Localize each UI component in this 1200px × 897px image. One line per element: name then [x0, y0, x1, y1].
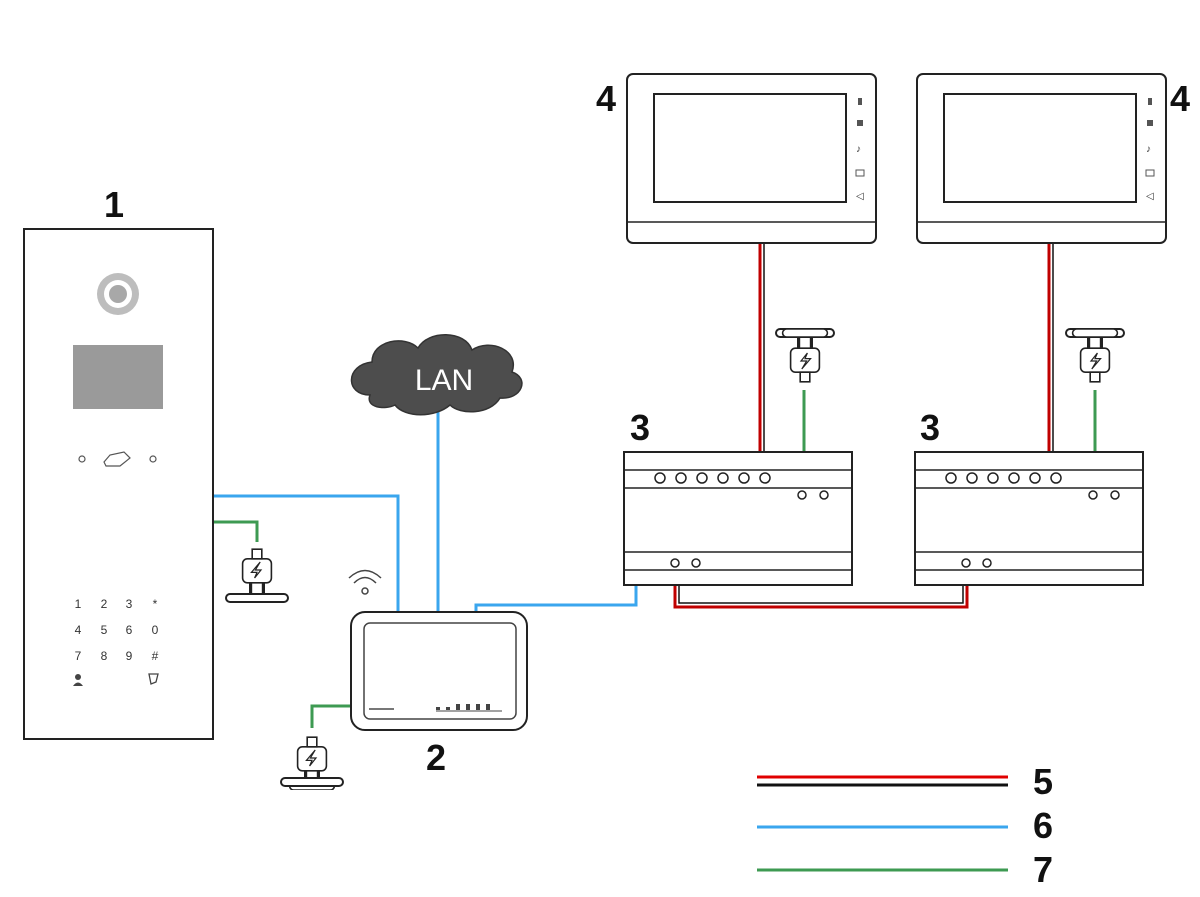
- distributor-right: 3: [914, 407, 1144, 586]
- legend: 5 6 7: [757, 761, 1053, 890]
- keypad-key: 2: [101, 597, 108, 611]
- bus-wire-monitor-right: [1047, 243, 1054, 452]
- svg-text:◁: ◁: [856, 191, 864, 202]
- bell-icon: [148, 673, 159, 685]
- distributor-right-power-plug-icon: [1070, 329, 1120, 384]
- legend-item-bus-cable: 5: [757, 761, 1053, 802]
- keypad-key: 9: [126, 649, 133, 663]
- keypad-key: 0: [152, 623, 159, 637]
- svg-text:◁: ◁: [1146, 191, 1154, 202]
- door-keypad: 1 2 3 * 4 5 6 0 7 8 9 #: [75, 597, 159, 663]
- door-station-display: [73, 345, 163, 409]
- monitor-left-side-buttons: ♪ ◁: [855, 98, 865, 202]
- green-wire-door-power: [213, 520, 259, 542]
- keypad-key: 3: [126, 597, 133, 611]
- legend-number-6: 6: [1033, 805, 1053, 846]
- door-station-label: 1: [104, 184, 124, 225]
- door-station: 1 2 3 * 4 5 6 0 7 8 9 # 1: [23, 184, 214, 740]
- distributor-left: 3: [623, 407, 853, 586]
- keypad-key: *: [153, 597, 158, 611]
- monitor-right-label: 4: [1170, 78, 1190, 119]
- wifi-icon: [348, 569, 382, 595]
- keypad-key: 5: [101, 623, 108, 637]
- blue-wire-door-to-router: [213, 494, 400, 612]
- distributor-right-label: 3: [920, 407, 940, 448]
- keypad-key: 1: [75, 597, 82, 611]
- bus-wire-monitor-left: [758, 243, 765, 452]
- bus-wire-distributor-link: [673, 585, 969, 609]
- router-power-base: [280, 777, 344, 787]
- distributor-right-terminals: [945, 472, 1120, 568]
- lan-cloud: LAN: [350, 334, 523, 416]
- router: 2: [348, 569, 528, 778]
- legend-item-network-cable: 6: [757, 805, 1053, 846]
- keypad-key: 8: [101, 649, 108, 663]
- router-port-indicators: [436, 704, 502, 712]
- user-icon: [73, 674, 83, 686]
- keypad-key: 7: [75, 649, 82, 663]
- card-reader-icon: [78, 451, 157, 467]
- keypad-key: 6: [126, 623, 133, 637]
- distributor-left-label: 3: [630, 407, 650, 448]
- legend-item-power-cable: 7: [757, 849, 1053, 890]
- camera-icon: [97, 273, 139, 315]
- monitor-right: ♪ ◁ 4: [916, 73, 1190, 244]
- router-label: 2: [426, 737, 446, 778]
- legend-number-7: 7: [1033, 849, 1053, 890]
- keypad-key: #: [152, 649, 159, 663]
- blue-wire-router-to-distributor: [474, 585, 638, 612]
- monitor-left: ♪ ◁ 4: [596, 73, 877, 244]
- door-station-power-base: [225, 593, 289, 603]
- distributor-left-power-plug-icon: [780, 329, 830, 384]
- svg-text:♪: ♪: [1146, 144, 1151, 155]
- legend-number-5: 5: [1033, 761, 1053, 802]
- keypad-key: 4: [75, 623, 82, 637]
- svg-text:♪: ♪: [856, 144, 861, 155]
- monitor-right-side-buttons: ♪ ◁: [1145, 98, 1155, 202]
- wires: [213, 243, 1097, 728]
- distributor-left-terminals: [654, 472, 829, 568]
- monitor-left-label: 4: [596, 78, 616, 119]
- green-wire-router-power: [310, 704, 351, 728]
- lan-label: LAN: [415, 364, 473, 397]
